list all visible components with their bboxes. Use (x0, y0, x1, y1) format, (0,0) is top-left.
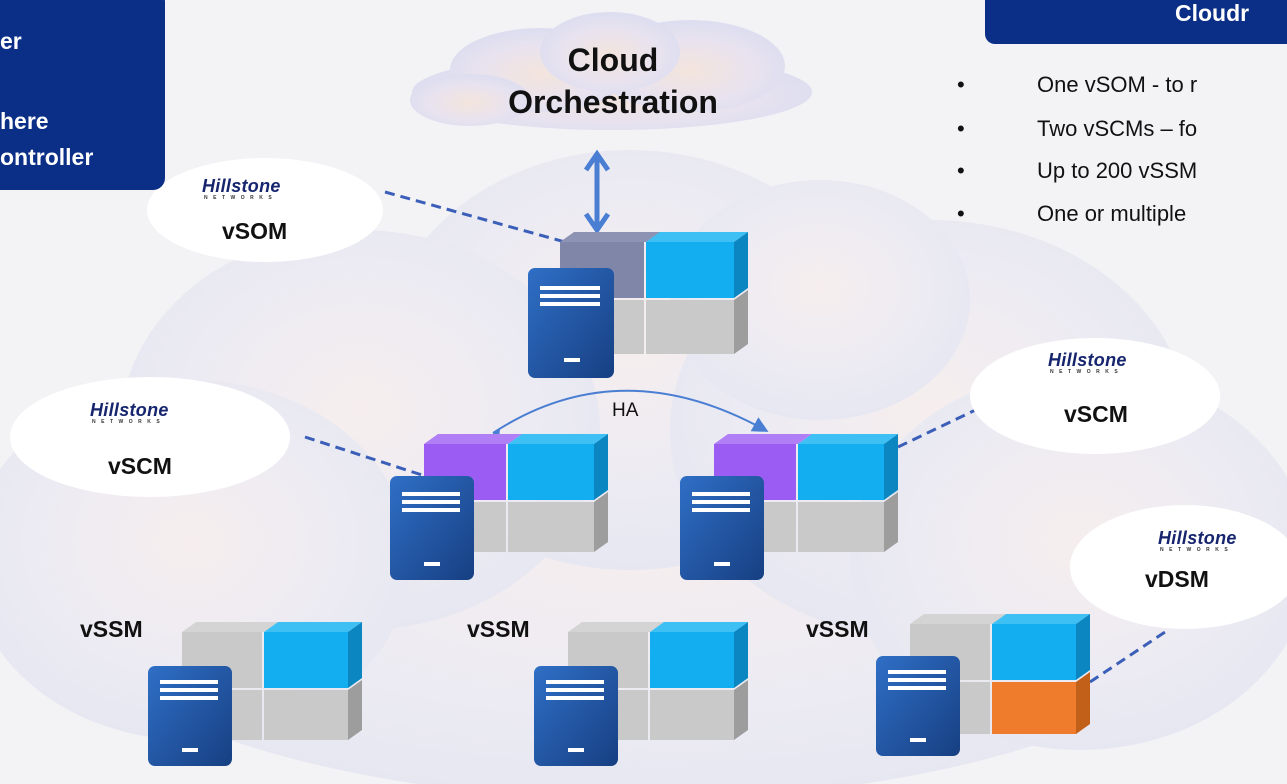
bullet-text: Up to 200 vSSM (1037, 158, 1198, 183)
vscm-right-label-ellipse (970, 338, 1220, 454)
device-vscm-right (680, 434, 898, 580)
vscm-right-connector (897, 402, 989, 449)
device-vscm-left (390, 434, 608, 580)
ha-arrow (492, 389, 769, 434)
vsom-label: vSOM (222, 218, 288, 244)
left-panel-line-1: er (0, 28, 22, 54)
right-info-panel: Cloudr (985, 0, 1287, 44)
logo-subtext: NETWORKS (1050, 369, 1124, 375)
ha-label: HA (612, 400, 639, 421)
hillstone-logo: Hillstone NETWORKS (202, 176, 281, 201)
hillstone-logo: Hillstone NETWORKS (1048, 350, 1127, 375)
dashed-connectors (304, 190, 1169, 684)
vscm-right-label: vSCM (1064, 401, 1128, 427)
device-vssm-1 (148, 622, 362, 766)
left-info-panel: er here ontroller (0, 0, 165, 190)
vscm-left-label: vSCM (108, 453, 172, 479)
bullet-dot: • (957, 158, 965, 183)
logo-text: Hillstone (1048, 350, 1127, 370)
left-panel-line-3: ontroller (0, 144, 94, 170)
logo-subtext: NETWORKS (92, 419, 166, 425)
vssm-label-2: vSSM (467, 616, 530, 642)
logo-text: Hillstone (202, 176, 281, 196)
logo-text: Hillstone (1158, 528, 1237, 548)
bullet-dot: • (957, 201, 965, 226)
device-vsom (528, 232, 748, 378)
orchestration-cloud (410, 12, 812, 130)
right-panel-title: Cloudr (1175, 0, 1250, 26)
hillstone-logo: Hillstone NETWORKS (1158, 528, 1237, 553)
cloud-title-line-1: Cloud (567, 42, 659, 78)
vscm-left-label-ellipse (10, 377, 290, 497)
vssm-label-3: vSSM (806, 616, 869, 642)
logo-text: Hillstone (90, 400, 169, 420)
vscm-left-connector (304, 435, 426, 478)
vsom-label-ellipse (147, 158, 383, 262)
vssm-label-1: vSSM (80, 616, 143, 642)
device-vssm-3 (876, 614, 1090, 756)
bullet-text: One vSOM - to r (1037, 72, 1198, 97)
bullet-dot: • (957, 72, 965, 97)
logo-subtext: NETWORKS (204, 195, 278, 201)
cloud-title-line-2: Orchestration (508, 83, 718, 120)
hillstone-logo: Hillstone NETWORKS (90, 400, 169, 425)
orchestration-arrow (583, 149, 611, 235)
vdsm-label-ellipse (1070, 505, 1287, 629)
vdsm-label: vDSM (1145, 566, 1209, 592)
bullet-text: One or multiple (1037, 201, 1187, 226)
cloud-orchestration-title: Cloud Orchestration (463, 40, 763, 123)
left-panel-line-2: here (0, 108, 49, 134)
logo-subtext: NETWORKS (1160, 547, 1234, 553)
bullet-text: Two vSCMs – fo (1037, 116, 1198, 141)
bullet-dot: • (957, 116, 965, 141)
device-vssm-2 (534, 622, 748, 766)
